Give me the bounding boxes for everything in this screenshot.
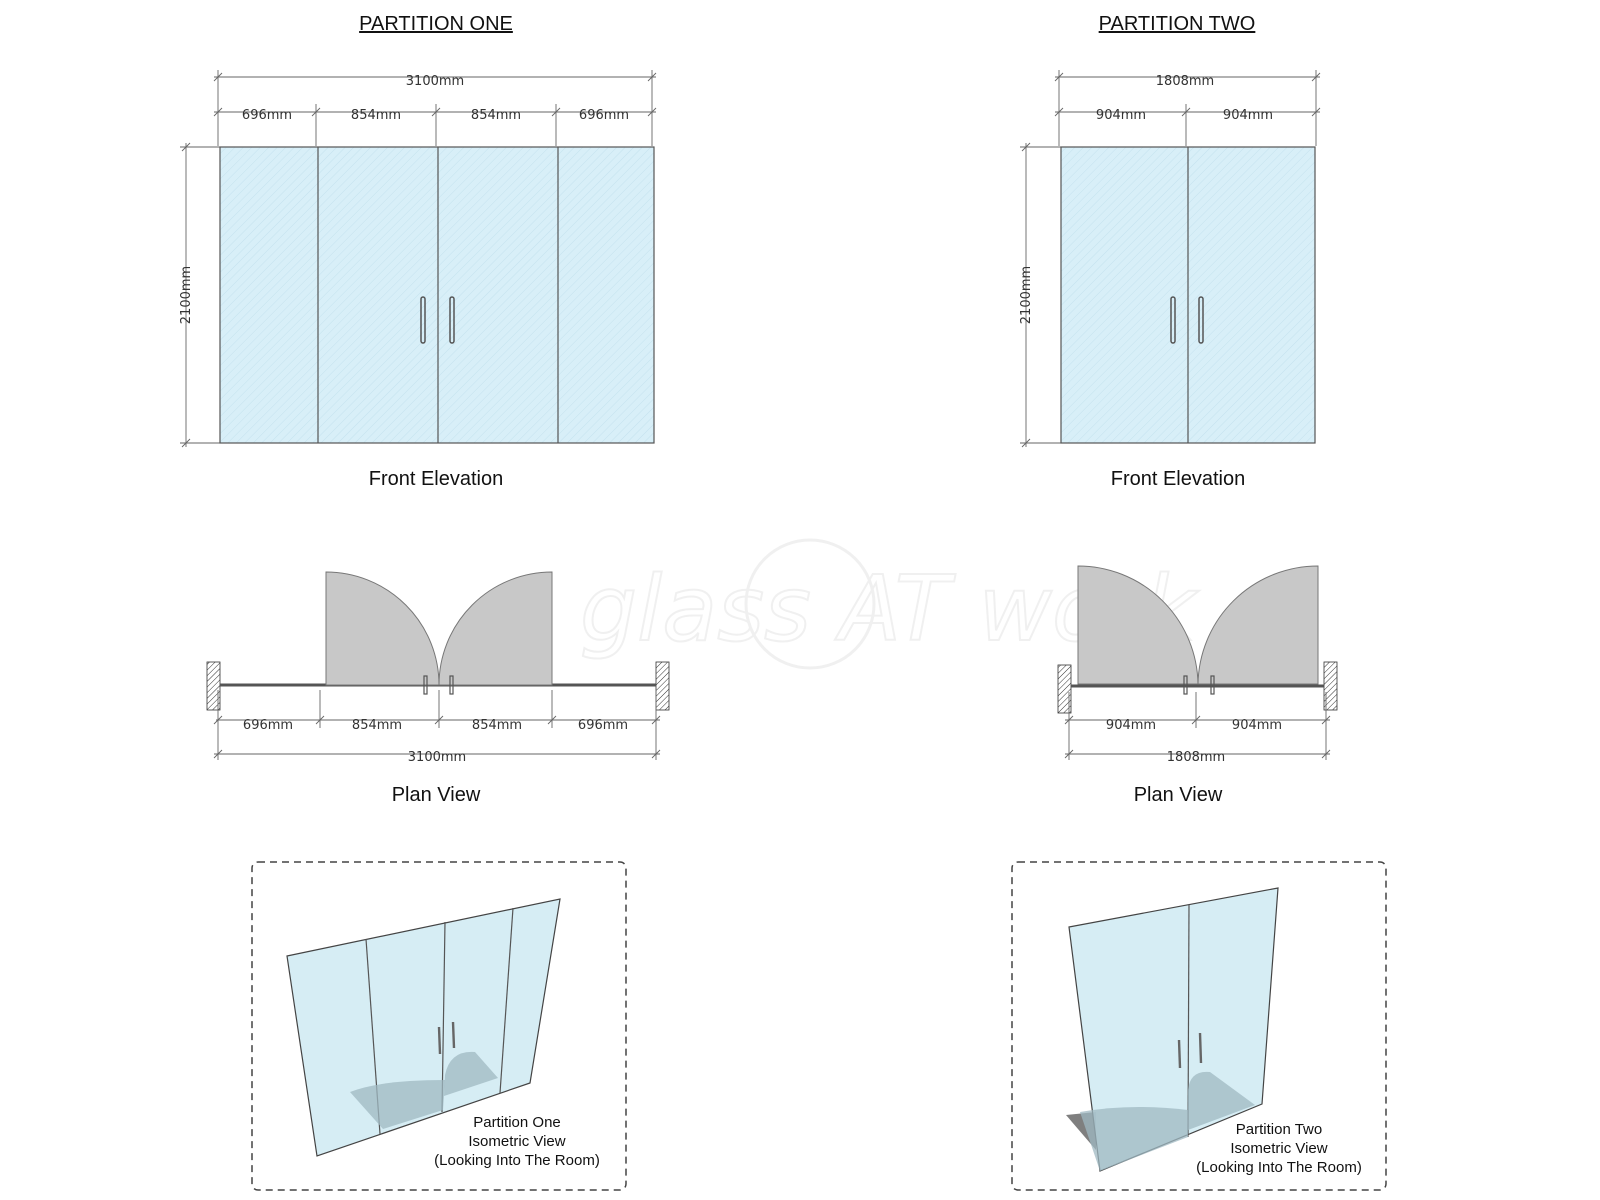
p1-panel-width-4: 696mm [579,108,629,123]
p1-front-elevation-caption: Front Elevation [369,468,504,490]
p1-right-door-handle [449,296,455,344]
p2-plan-overall-width: 1808mm [1167,750,1225,765]
p2-left-door-handle [1170,296,1176,344]
p2-left-wall [1057,664,1072,714]
p1-plan-width-4: 696mm [578,718,628,733]
p2-left-door-swing [1077,565,1199,685]
p1-isometric-view: Partition One Isometric View (Looking In… [251,861,627,1191]
p2-iso-label-line2: Isometric View [1230,1140,1327,1157]
p1-panel-width-3: 854mm [471,108,521,123]
p1-left-door-swing [325,571,440,686]
p1-iso-label-line1: Partition One [473,1114,561,1131]
p2-plan-width-2: 904mm [1232,718,1282,733]
p1-panel-width-1: 696mm [242,108,292,123]
p2-front-elevation [1060,146,1316,444]
p1-panel-width-2: 854mm [351,108,401,123]
p2-right-door-swing [1197,565,1319,685]
p1-iso-label-line2: Isometric View [468,1133,565,1150]
p1-overall-width: 3100mm [406,74,464,89]
partition-two-title: PARTITION TWO [1099,13,1256,35]
p1-plan-view: 696mm 854mm 854mm 696mm 3100mm [206,571,670,765]
p1-front-elevation [219,146,655,444]
p2-height: 2100mm [1019,266,1034,324]
p2-overall-width: 1808mm [1156,74,1214,89]
p2-panel-width-1: 904mm [1096,108,1146,123]
p2-plan-view-caption: Plan View [1134,784,1223,806]
p2-plan-width-1: 904mm [1106,718,1156,733]
p1-right-wall [655,661,670,711]
p1-elevation-dimensions: 3100mm 696mm 854mm 854mm 696mm 2100mm [179,70,657,448]
p1-iso-label-line3: (Looking Into The Room) [434,1152,600,1169]
p2-panel-width-2: 904mm [1223,108,1273,123]
p2-plan-view: 904mm 904mm 1808mm [1057,565,1338,765]
p1-plan-width-3: 854mm [472,718,522,733]
p2-right-door-handle [1198,296,1204,344]
p1-plan-width-1: 696mm [243,718,293,733]
p1-plan-width-2: 854mm [352,718,402,733]
p1-plan-view-caption: Plan View [392,784,481,806]
p1-right-door-swing [438,571,553,686]
p1-height: 2100mm [179,266,194,324]
p2-iso-label-line1: Partition Two [1236,1121,1322,1138]
p2-isometric-view: Partition Two Isometric View (Looking In… [1011,861,1387,1191]
p2-elevation-dimensions: 1808mm 904mm 904mm 2100mm [1019,70,1321,448]
p1-plan-overall-width: 3100mm [408,750,466,765]
p1-left-door-handle [420,296,426,344]
partition-one-title: PARTITION ONE [359,13,513,35]
p2-iso-label-line3: (Looking Into The Room) [1196,1159,1362,1176]
p2-front-elevation-caption: Front Elevation [1111,468,1246,490]
